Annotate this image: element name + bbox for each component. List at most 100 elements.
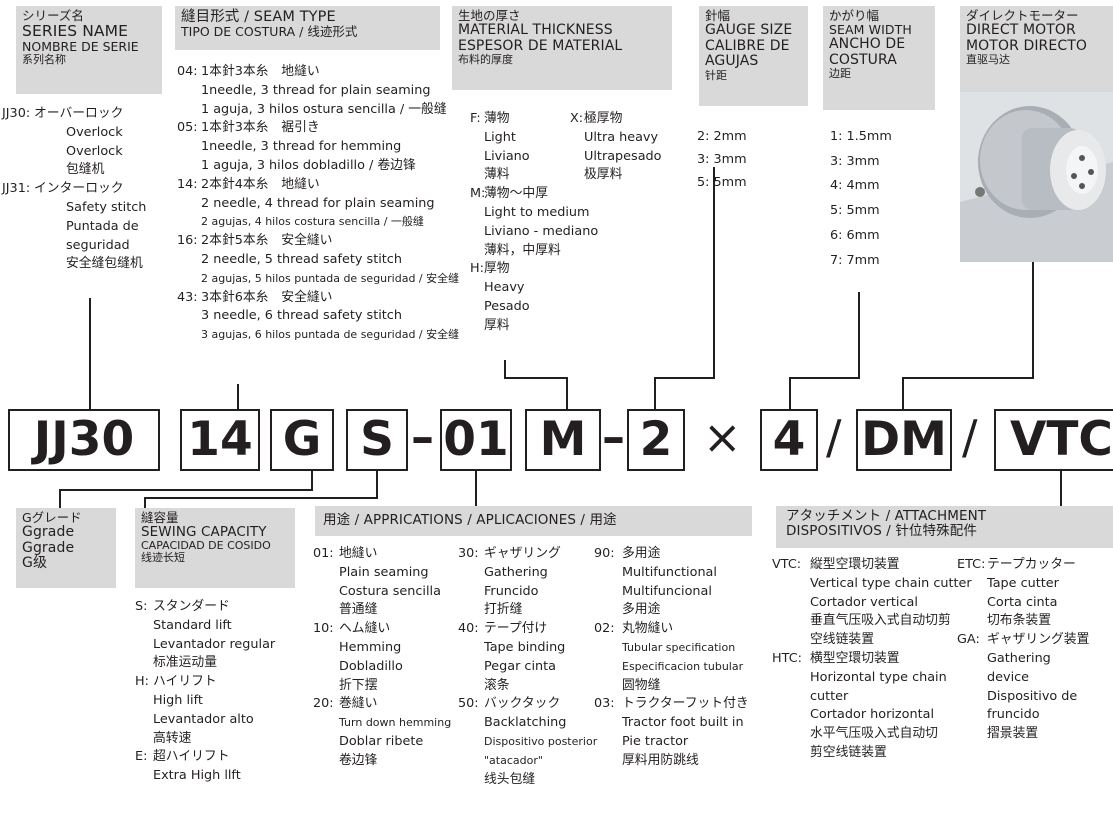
option-line: 極厚物 xyxy=(584,111,623,126)
option-line: 2本針4本糸 地縫い xyxy=(201,176,320,192)
gauge-header-en: GAUGE SIZE xyxy=(705,22,793,38)
option-code: 20: xyxy=(313,696,334,712)
motor-header-en: DIRECT MOTOR xyxy=(966,22,1076,38)
option-line: Tape binding xyxy=(484,639,566,655)
option-code: HTC: xyxy=(772,650,802,666)
option-line: バックタック xyxy=(484,696,561,712)
option-line: 1needle, 3 thread for plain seaming xyxy=(201,82,431,98)
width-header-cn: 边距 xyxy=(829,67,851,81)
option-line: seguridad xyxy=(66,237,130,253)
option-code: X: xyxy=(570,111,584,126)
option-line: Dobladillo xyxy=(339,658,403,674)
seam-header-es: TIPO DE COSTURA / 线迹形式 xyxy=(181,24,358,40)
option-line: device xyxy=(987,669,1030,685)
option-line: 多用途 xyxy=(622,602,661,618)
option-line: 3 agujas, 6 hilos puntada de seguridad /… xyxy=(201,328,460,342)
option-code: H: xyxy=(470,261,484,277)
option-line: 标准运动量 xyxy=(153,655,217,671)
option-line: 安全缝包缝机 xyxy=(66,256,143,272)
width-connector xyxy=(789,292,860,409)
option-line: Multifuncional xyxy=(622,583,712,599)
option-line: Puntada de xyxy=(66,218,139,234)
gauge-connector xyxy=(654,167,715,409)
gauge-option: 2: 2mm xyxy=(697,129,747,144)
material-connector xyxy=(504,360,568,409)
option-code: 10: xyxy=(313,621,334,637)
width-option: 3: 3mm xyxy=(830,153,880,169)
option-line: 切布条装置 xyxy=(987,613,1051,629)
option-line: "atacador" xyxy=(484,753,543,767)
option-line: Costura sencilla xyxy=(339,583,441,599)
option-line: High lift xyxy=(153,692,203,708)
capacity-header-en: SEWING CAPACITY xyxy=(141,524,267,540)
option-line: 高转速 xyxy=(153,730,192,746)
option-line: インターロック xyxy=(34,181,124,197)
gauge-header-jp: 針幅 xyxy=(705,8,731,23)
option-code: JJ30: xyxy=(2,106,31,121)
option-line: 1 aguja, 3 hilos ostura sencilla / 一般缝 xyxy=(201,101,447,117)
option-line: 薄料，中厚料 xyxy=(484,242,561,258)
option-line: Tractor foot built in xyxy=(622,715,744,731)
option-line: Ultrapesado xyxy=(584,148,662,164)
option-line: Pegar cinta xyxy=(484,658,556,674)
option-line: 剪空线链装置 xyxy=(810,744,887,760)
option-line: 摺景装置 xyxy=(987,726,1039,742)
option-line: 折下摆 xyxy=(339,677,378,693)
option-line: 2本針5本糸 安全縫い xyxy=(201,233,333,249)
option-line: 巻縫い xyxy=(339,696,378,712)
motor-header-jp: ダイレクトモーター xyxy=(966,8,1079,23)
option-code: JJ31: xyxy=(2,181,31,197)
motor-header-cn: 直驱马达 xyxy=(966,53,1010,67)
gauge-header-es1: CALIBRE DE xyxy=(705,37,790,54)
option-line: 打折缝 xyxy=(484,602,523,618)
option-line: 2 agujas, 4 hilos costura sencilla / 一般缝 xyxy=(201,215,424,229)
option-line: ギャザリング装置 xyxy=(987,632,1090,648)
gauge-header-cn: 针距 xyxy=(705,69,727,83)
option-line: Liviano xyxy=(484,148,530,164)
option-line: Fruncido xyxy=(484,583,539,599)
option-line: 2 needle, 5 thread safety stitch xyxy=(201,251,402,267)
option-line: Liviano - mediano xyxy=(484,223,599,239)
material-header-en: MATERIAL THICKNESS xyxy=(458,22,613,38)
applications-header-text: 用途 / APPRICATIONS / APLICACIONES / 用途 xyxy=(323,512,617,528)
model-material-box: M xyxy=(525,409,601,471)
capacity-connector xyxy=(144,471,378,508)
option-line: Hemming xyxy=(339,639,402,655)
option-code: GA: xyxy=(957,632,980,648)
series-header-cn: 系列名称 xyxy=(22,53,66,67)
option-code: 30: xyxy=(458,546,479,561)
option-line: 超ハイリフト xyxy=(153,749,230,765)
option-code: 05: xyxy=(177,120,198,136)
option-code: 50: xyxy=(458,696,479,712)
option-line: Backlatching xyxy=(484,715,567,731)
model-times-sign: × xyxy=(703,410,742,464)
option-line: Ultra heavy xyxy=(584,129,659,145)
option-code: VTC: xyxy=(772,557,802,572)
option-line: 1needle, 3 thread for hemming xyxy=(201,139,402,155)
option-line: 多用途 xyxy=(622,546,661,561)
model-gauge-box: 2 xyxy=(627,409,685,471)
capacity-header-cn: 线迹长短 xyxy=(141,551,185,565)
option-line: 薄料 xyxy=(484,167,510,183)
option-line: Horizontal type chain xyxy=(810,669,947,685)
option-line: Overlock xyxy=(66,124,123,140)
series-header-es: NOMBRE DE SERIE xyxy=(22,39,139,55)
gauge-option: 5: 5mm xyxy=(697,175,747,190)
option-line: ハイリフト xyxy=(153,674,217,690)
width-option: 6: 6mm xyxy=(830,227,880,243)
option-line: Corta cinta xyxy=(987,594,1058,610)
option-line: 2 needle, 4 thread for plain seaming xyxy=(201,195,435,211)
option-code: 43: xyxy=(177,289,198,305)
